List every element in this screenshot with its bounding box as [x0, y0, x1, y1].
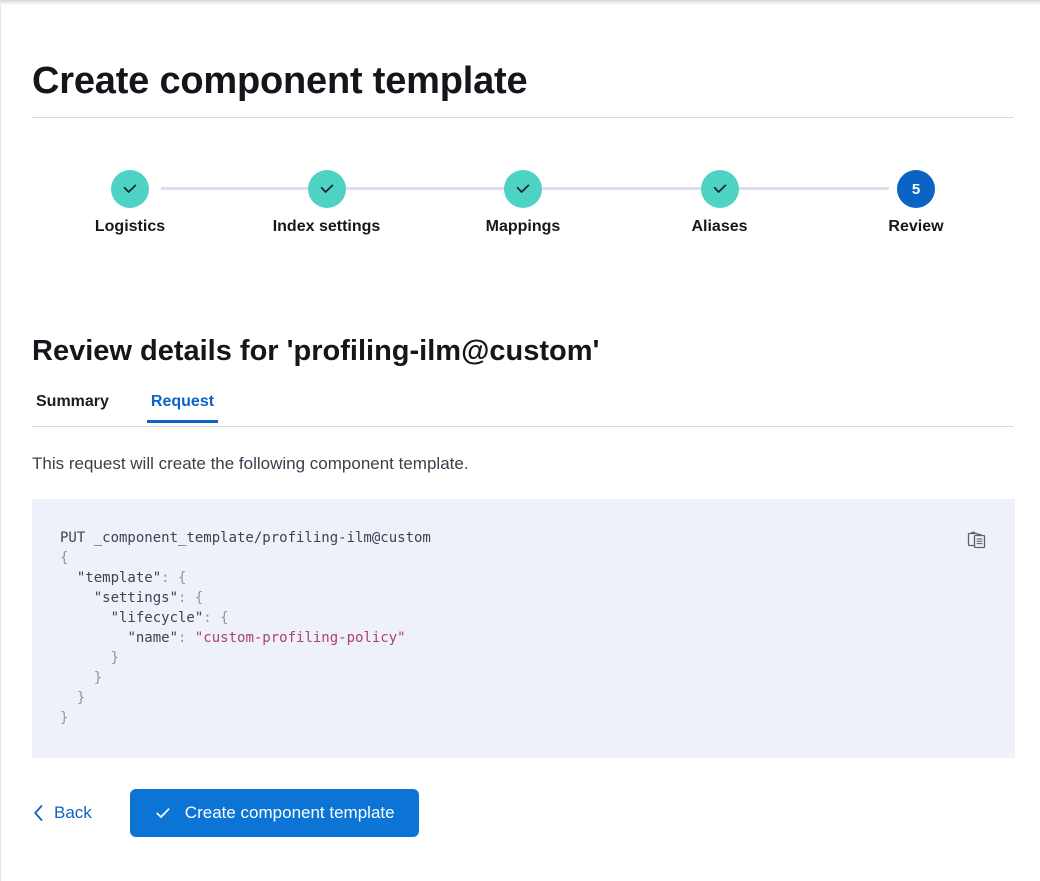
title-divider	[32, 117, 1014, 118]
code-token: }	[60, 670, 103, 686]
stepper-step-logistics[interactable]: Logistics	[40, 170, 220, 236]
code-token: PUT _component_template/profiling-ilm@cu…	[60, 530, 431, 546]
stepper-step-index-settings[interactable]: Index settings	[237, 170, 417, 236]
code-token: "custom-profiling-policy"	[194, 630, 406, 646]
stepper-step-label: Mappings	[485, 218, 561, 235]
tab-summary[interactable]: Summary	[32, 393, 113, 423]
window-chrome-strip	[0, 0, 1040, 5]
code-token: }	[60, 690, 86, 706]
stepper-step-label: Aliases	[691, 218, 748, 235]
detail-tabs: Summary Request	[32, 385, 1014, 427]
code-token: : {	[178, 590, 204, 606]
check-icon	[111, 170, 149, 208]
stepper-step-label: Index settings	[272, 218, 381, 235]
request-code-panel: PUT _component_template/profiling-ilm@cu…	[32, 499, 1015, 758]
code-token: {	[60, 550, 69, 566]
code-token	[60, 590, 94, 606]
code-token: "name"	[127, 630, 179, 646]
code-token: :	[178, 630, 195, 646]
code-token: : {	[203, 610, 229, 626]
request-code-block: PUT _component_template/profiling-ilm@cu…	[60, 528, 431, 728]
stepper-step-aliases[interactable]: Aliases	[630, 170, 810, 236]
code-token: "template"	[76, 570, 162, 586]
code-token: : {	[161, 570, 187, 586]
check-icon	[307, 170, 346, 208]
code-token: "lifecycle"	[110, 610, 204, 626]
back-button-label: Back	[54, 803, 92, 822]
stepper-step-label: Logistics	[94, 218, 166, 235]
code-token	[60, 610, 111, 626]
back-button[interactable]: Back	[32, 803, 92, 823]
page-content: Create component template Logistics Index…	[1, 5, 1040, 881]
check-icon	[504, 170, 542, 208]
code-token: }	[60, 650, 120, 666]
page-title: Create component template	[32, 60, 528, 103]
stepper-step-label: Review	[888, 218, 944, 235]
code-token: }	[60, 710, 69, 726]
stepper-step-number: 5	[897, 170, 935, 208]
chevron-left-icon	[32, 804, 45, 822]
request-description: This request will create the following c…	[32, 454, 469, 473]
clipboard-copy-icon[interactable]	[965, 528, 989, 552]
wizard-actions: Back Create component template	[32, 789, 419, 837]
check-icon	[700, 170, 739, 208]
page-left-border	[0, 5, 1, 881]
check-icon	[154, 804, 172, 822]
code-token	[60, 630, 127, 646]
review-details-heading: Review details for 'profiling-ilm@custom…	[32, 335, 600, 368]
create-component-template-button-label: Create component template	[184, 803, 395, 822]
code-token	[60, 570, 77, 586]
create-component-template-button[interactable]: Create component template	[129, 789, 419, 837]
tab-request[interactable]: Request	[146, 393, 219, 423]
code-token: "settings"	[93, 590, 179, 606]
stepper-step-mappings[interactable]: Mappings	[433, 170, 613, 236]
